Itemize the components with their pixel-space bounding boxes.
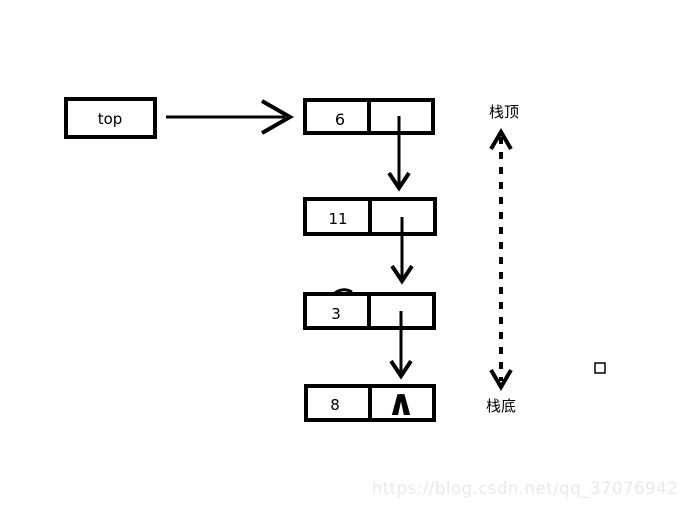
ink-text: top 6 11 3 8 ∧ 栈顶 栈底 (98, 104, 519, 424)
ink-strokes (64, 97, 606, 422)
next-pointer-arrow-1-head-icon (387, 171, 411, 192)
stack-bottom-label: 栈底 (486, 398, 516, 415)
null-pointer-icon: ∧ (386, 383, 415, 424)
watermark: https://blog.csdn.net/qq_37076942 (372, 479, 678, 499)
top-to-node-arrowhead-icon (261, 99, 295, 135)
stack-extent-up-arrowhead-icon (489, 128, 513, 151)
stack-top-label: 栈顶 (489, 104, 519, 121)
next-pointer-arrow-3-head-icon (389, 359, 413, 380)
node-3-value: 3 (331, 305, 341, 323)
stack-extent-down-arrowhead-icon (489, 368, 513, 391)
small-square-marker (594, 362, 606, 374)
next-pointer-arrow-2-head-icon (390, 264, 414, 285)
node-2-value: 11 (328, 210, 347, 228)
node-1-value: 6 (335, 110, 345, 129)
top-pointer-label: top (98, 110, 123, 128)
stray-pen-mark (334, 288, 353, 295)
node-4-value: 8 (330, 396, 340, 414)
top-pointer-box (64, 97, 157, 139)
